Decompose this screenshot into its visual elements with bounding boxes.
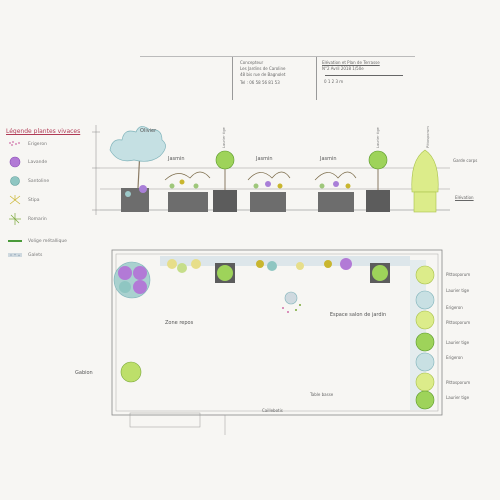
plan-date: N°2 Avril 2018 1/50e bbox=[322, 66, 364, 71]
scale-bar-label: 0 1 2 3 m bbox=[324, 79, 344, 84]
plant-list-item: Erigeron bbox=[446, 305, 463, 310]
legend-item: Erigeron bbox=[8, 140, 47, 148]
legend-label: Volige métallique bbox=[28, 238, 67, 244]
legend-label: Romarin bbox=[28, 216, 47, 222]
title-border-top bbox=[140, 56, 415, 57]
legend-item: Stipa bbox=[8, 194, 40, 206]
plant-list-item: Pittosporum bbox=[446, 380, 471, 385]
erigeron-icon bbox=[9, 141, 20, 146]
centre-planting bbox=[282, 291, 301, 313]
company-line: Tel : 06 58 56 81 53 bbox=[240, 80, 280, 85]
olivier-tree bbox=[109, 126, 166, 212]
romarin-shrub bbox=[120, 361, 142, 383]
plan-title: Elévation et Plan de Terrasse bbox=[322, 60, 380, 65]
jasmin-label: Jasmin bbox=[320, 156, 337, 162]
plant-list-item: Pittosporum bbox=[446, 320, 471, 325]
olivier-label: Olivier bbox=[140, 128, 157, 134]
legend-label: Galets bbox=[28, 252, 43, 258]
title-divider-mid bbox=[316, 56, 317, 100]
title-divider-left bbox=[232, 56, 233, 100]
legend-label: Santoline bbox=[28, 178, 50, 184]
laurier-tige-tree bbox=[366, 150, 390, 212]
legend-title: Légende plantes vivaces bbox=[6, 128, 81, 135]
jasmin-planter bbox=[164, 171, 211, 212]
company-line: Les Jardins de Caroline bbox=[240, 66, 286, 71]
laurier-tige-pot bbox=[215, 263, 235, 283]
plant-list-item: Pittosporum bbox=[446, 272, 471, 277]
company-line: 48 bis rue de Bagnolet bbox=[240, 72, 286, 77]
legend-label: Erigeron bbox=[28, 141, 47, 147]
plant-list-item: Laurier tige bbox=[446, 288, 470, 293]
legend-item: Galets bbox=[8, 252, 42, 258]
volige-icon bbox=[8, 240, 22, 242]
company-line: Concepteur bbox=[240, 60, 264, 65]
jasmin-label: Jasmin bbox=[168, 156, 185, 162]
legend-label: Lavande bbox=[28, 159, 48, 165]
santoline-icon bbox=[10, 176, 20, 186]
laurier-tige-pot bbox=[370, 263, 390, 283]
romarin-icon bbox=[9, 213, 21, 225]
plant-list-item: Laurier tige bbox=[446, 395, 470, 400]
legend-item: Volige métallique bbox=[8, 238, 67, 244]
lavande-cluster bbox=[256, 258, 352, 271]
laurier-tige-tree bbox=[213, 150, 237, 212]
table-basse-label: Table basse bbox=[310, 392, 334, 397]
right-plant-column bbox=[415, 265, 435, 410]
legend-item: Lavande bbox=[8, 156, 47, 168]
lavande-icon bbox=[9, 156, 21, 168]
plant-list-item: Erigeron bbox=[446, 355, 463, 360]
legend-label: Stipa bbox=[28, 197, 40, 203]
galets-icon bbox=[8, 253, 22, 257]
caillebotis-label: Caillebotis bbox=[262, 408, 283, 413]
zone-repos-label: Zone repos bbox=[165, 320, 194, 326]
gabion-label: Gabion bbox=[75, 370, 93, 376]
jasmin-planter bbox=[314, 171, 357, 212]
stipa-icon bbox=[9, 195, 21, 205]
elevation-label: Elévation bbox=[455, 195, 474, 200]
scale-bar bbox=[325, 75, 403, 76]
stipa-cluster bbox=[167, 259, 201, 273]
jasmin-planter bbox=[247, 171, 291, 212]
garde-corps-label: Garde corps bbox=[453, 158, 478, 163]
salon-label: Espace salon de jardin bbox=[329, 312, 387, 318]
pittosporum-shrub bbox=[411, 149, 439, 213]
legend-item: Romarin bbox=[8, 213, 47, 225]
legend-item: Santoline bbox=[8, 175, 49, 187]
plant-list-item: Laurier tige bbox=[446, 340, 470, 345]
lavande-cluster bbox=[113, 261, 151, 299]
jasmin-label: Jasmin bbox=[256, 156, 273, 162]
